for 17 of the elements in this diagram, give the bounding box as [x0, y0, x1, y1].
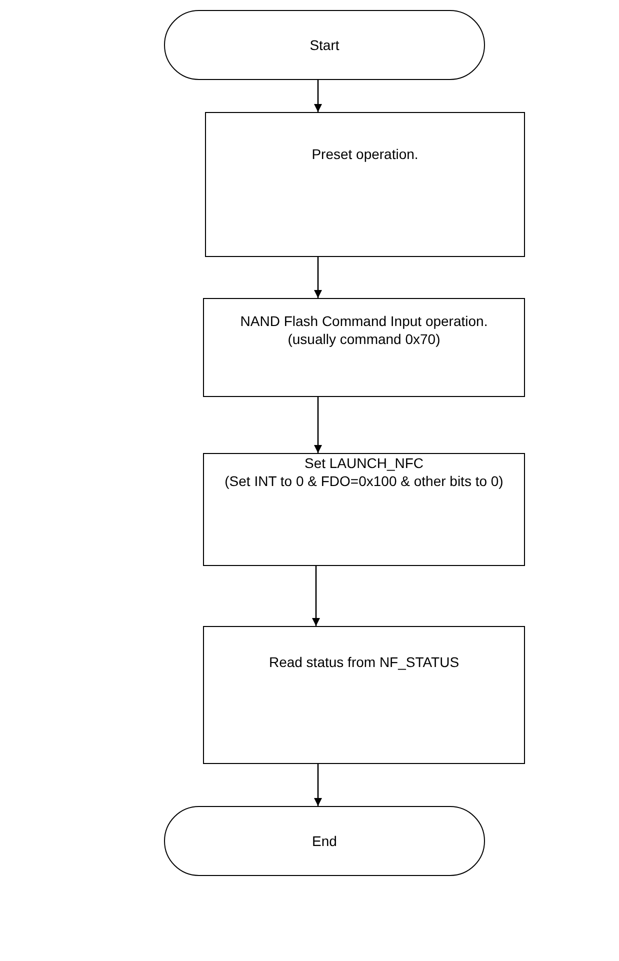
arrow	[314, 257, 322, 298]
process-box	[205, 112, 525, 257]
node-label: NAND Flash Command Input operation.	[239, 312, 489, 330]
process-box	[203, 453, 525, 566]
process-box	[203, 298, 525, 397]
arrow	[314, 397, 322, 453]
node-label: Set LAUNCH_NFC	[303, 454, 425, 472]
node-label: (usually command 0x70)	[286, 330, 442, 348]
node-label: (Set INT to 0 & FDO=0x100 & other bits to 0)	[224, 472, 504, 490]
arrow	[314, 80, 322, 112]
process-box	[203, 626, 525, 764]
arrow	[312, 566, 320, 626]
node-label: Read status from NF_STATUS	[268, 653, 460, 671]
node-label: Preset operation.	[310, 145, 420, 163]
node-label: End	[312, 832, 337, 850]
node-label: Start	[310, 36, 340, 54]
arrow	[314, 764, 322, 806]
